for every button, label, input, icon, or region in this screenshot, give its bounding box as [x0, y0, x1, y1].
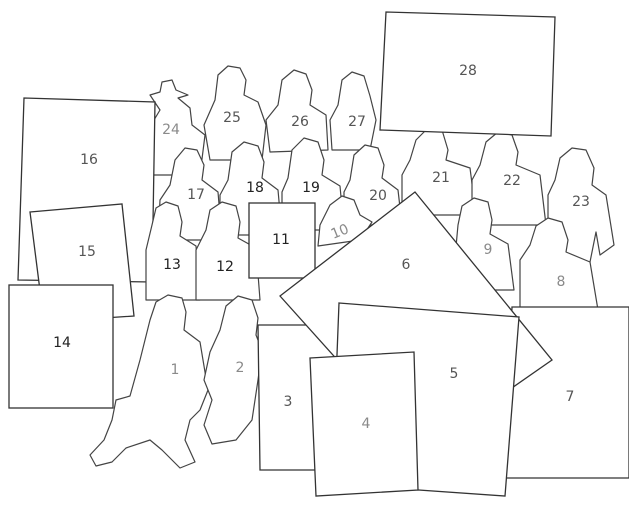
- label-15: 15: [78, 244, 96, 260]
- label-16: 16: [80, 152, 98, 168]
- label-9: 9: [484, 242, 493, 258]
- label-25: 25: [223, 110, 241, 126]
- label-2: 2: [236, 360, 245, 376]
- label-21: 21: [432, 170, 450, 186]
- label-13: 13: [163, 257, 181, 273]
- person-27-silhouette: [330, 72, 376, 150]
- label-18: 18: [246, 180, 264, 196]
- person-26-silhouette: [266, 70, 328, 152]
- label-14: 14: [53, 335, 71, 351]
- label-28: 28: [459, 63, 477, 79]
- label-22: 22: [503, 173, 521, 189]
- label-5: 5: [450, 366, 459, 382]
- label-1: 1: [171, 362, 180, 378]
- label-7: 7: [566, 389, 575, 405]
- label-23: 23: [572, 194, 590, 210]
- label-20: 20: [369, 188, 387, 204]
- label-24: 24: [162, 122, 180, 138]
- person-2-silhouette: [204, 296, 262, 444]
- label-3: 3: [284, 394, 293, 410]
- label-17: 17: [187, 187, 205, 203]
- label-27: 27: [348, 114, 366, 130]
- label-26: 26: [291, 114, 309, 130]
- label-19: 19: [302, 180, 320, 196]
- label-4: 4: [362, 416, 371, 432]
- label-8: 8: [557, 274, 566, 290]
- label-11: 11: [272, 232, 290, 248]
- label-6: 6: [402, 257, 411, 273]
- label-12: 12: [216, 259, 234, 275]
